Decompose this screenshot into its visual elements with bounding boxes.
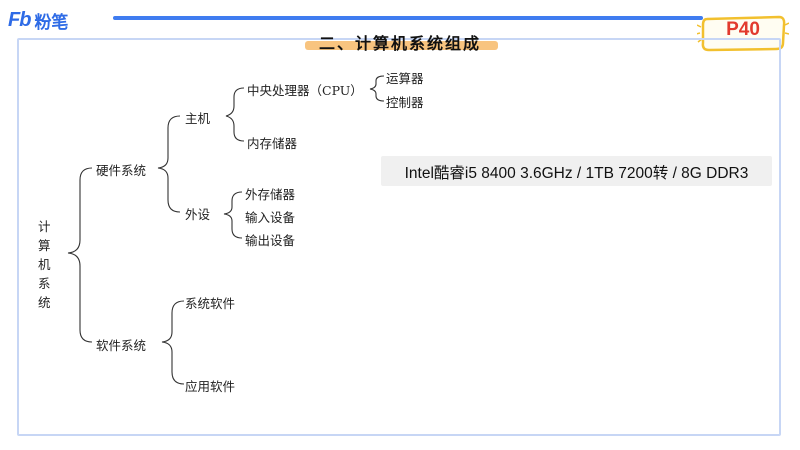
brace-root: [67, 167, 93, 343]
brace-host: [225, 87, 245, 142]
node-software-system: 软件系统: [96, 338, 147, 353]
node-hardware-system: 硬件系统: [96, 163, 147, 178]
fenbi-logo: Fb 粉笔: [8, 8, 69, 33]
brace-hardware: [157, 115, 181, 213]
node-computer-system: 计算机系统: [38, 219, 51, 310]
node-memory: 内存储器: [247, 136, 298, 151]
node-alu: 运算器: [386, 71, 424, 86]
page-label: P40: [726, 19, 760, 40]
node-output-device: 输出设备: [245, 233, 296, 248]
node-control-unit: 控制器: [386, 95, 424, 110]
node-system-software: 系统软件: [185, 296, 236, 311]
brace-peripherals: [223, 191, 243, 239]
slide-title: 二、计算机系统组成: [318, 34, 481, 53]
node-input-device: 输入设备: [245, 210, 296, 225]
brace-cpu: [369, 75, 385, 102]
brace-software: [161, 300, 185, 385]
title-highlight: [305, 41, 498, 50]
logo-text: 粉笔: [34, 12, 69, 33]
node-host: 主机: [185, 111, 211, 126]
spec-box: [381, 156, 772, 186]
node-external-storage: 外存储器: [245, 187, 296, 202]
spec-text: Intel酷睿i5 8400 3.6GHz / 1TB 7200转 / 8G D…: [404, 165, 749, 182]
node-application-software: 应用软件: [185, 379, 236, 394]
logo-mark: Fb: [8, 8, 31, 31]
node-cpu: 中央处理器（CPU）: [247, 83, 363, 98]
node-peripherals: 外设: [185, 207, 211, 222]
page-badge-icon: [697, 15, 789, 52]
content-frame: [17, 38, 781, 436]
header-accent-bar: [113, 16, 703, 20]
